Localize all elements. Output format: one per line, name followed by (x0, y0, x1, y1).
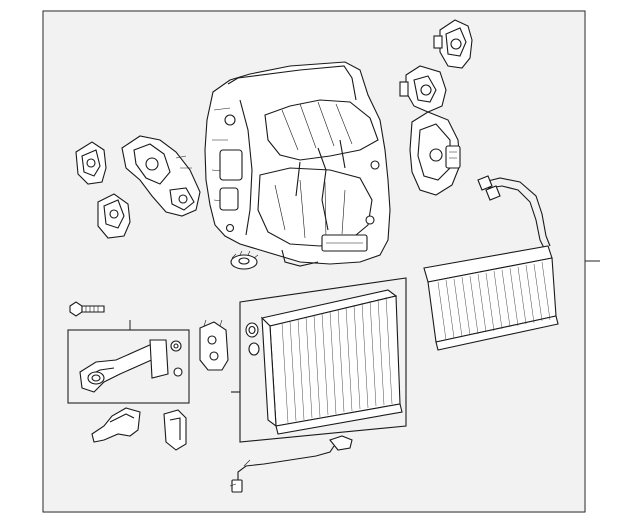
drain-hose-icon (91, 407, 141, 443)
gear-icon (230, 250, 259, 270)
heater-unit-housing-icon (204, 61, 391, 267)
left-actuator-icon (75, 141, 107, 185)
left-lower-actuator-icon (97, 193, 131, 239)
tube-box (67, 329, 190, 404)
bolt-icon (69, 301, 105, 317)
evaporator-core-icon (245, 289, 403, 435)
blend-door-actuator-icon (121, 135, 201, 217)
heater-core-icon (423, 175, 559, 351)
inlet-tube-icon (79, 339, 183, 393)
servo-motor-top-icon (433, 19, 473, 69)
temperature-sensor-icon (229, 435, 353, 493)
expansion-valve-icon (199, 319, 229, 371)
evaporator-fins (281, 296, 393, 424)
evaporator-frame (231, 277, 407, 443)
clip-icon (163, 409, 187, 451)
servo-motor-right-icon (409, 111, 461, 196)
servo-motor-mid-icon (399, 65, 447, 113)
heater-core-fins (437, 261, 551, 341)
